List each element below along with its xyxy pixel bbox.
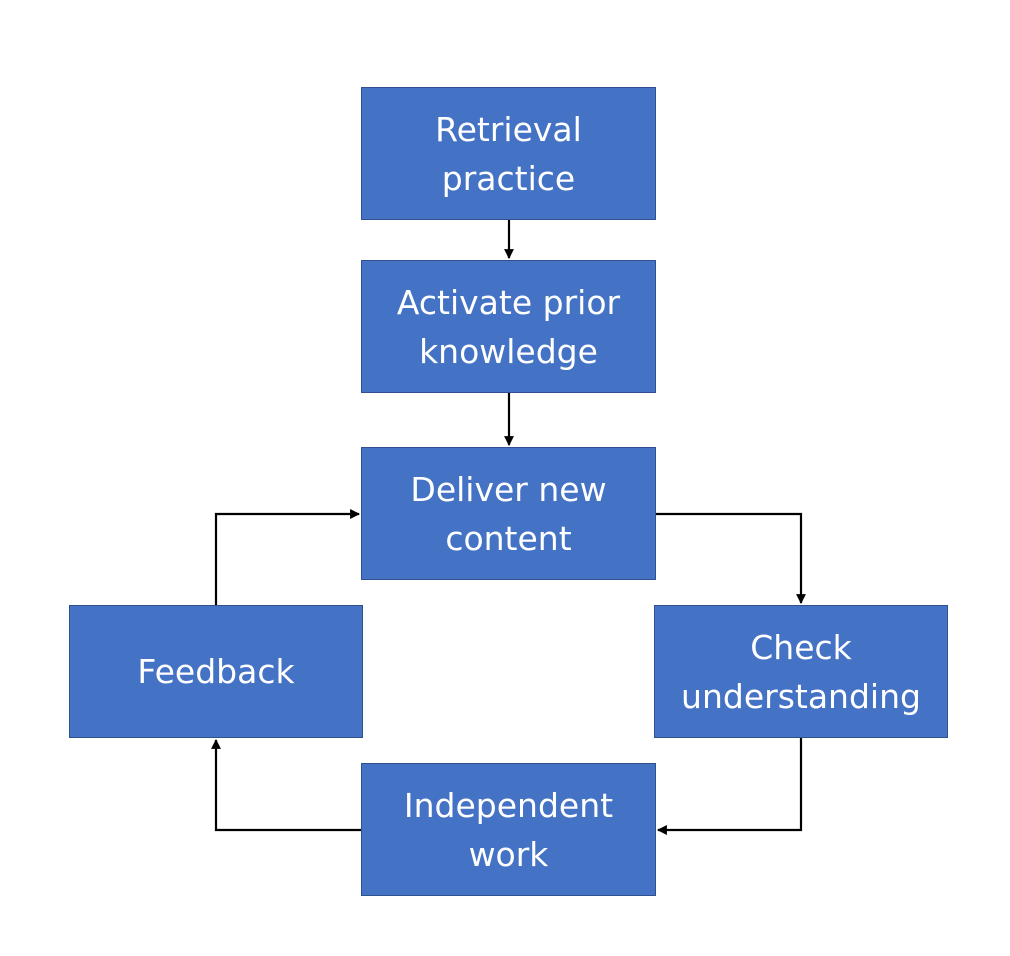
arrow-deliver-to-check [656,512,806,604]
node-deliver-new-content: Deliver new content [361,447,656,580]
node-activate-prior-knowledge: Activate prior knowledge [361,260,656,393]
node-feedback-label: Feedback [137,652,295,691]
node-check-understanding: Check understanding [654,605,948,738]
node-check-understanding-label: Check understanding [681,627,921,716]
node-retrieval-practice-label: Retrieval practice [435,109,582,198]
node-deliver-new-content-label: Deliver new content [410,469,607,558]
arrow-check-to-independent [657,738,803,835]
arrow-feedback-to-deliver [214,509,360,605]
node-activate-prior-knowledge-label: Activate prior knowledge [396,282,621,371]
node-feedback: Feedback [69,605,363,738]
node-independent-work: Independent work [361,763,656,896]
node-independent-work-label: Independent work [403,785,614,874]
node-retrieval-practice: Retrieval practice [361,87,656,220]
arrow-independent-to-feedback [211,739,361,832]
